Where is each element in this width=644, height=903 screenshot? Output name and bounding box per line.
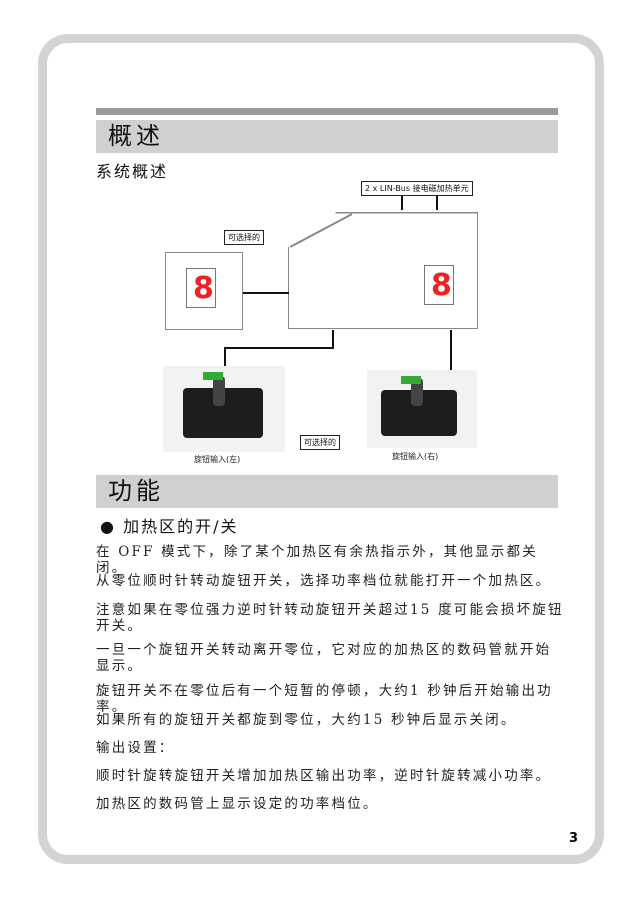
paragraph: 顺时针旋转旋钮开关增加加热区输出功率，逆时针旋转减小功率。: [96, 768, 552, 784]
optional-label: 可选择的: [224, 230, 264, 245]
paragraph: 从零位顺时针转动旋钮开关，选择功率档位就能打开一个加热区。: [96, 573, 552, 589]
header-rule: [96, 108, 558, 115]
paragraph: 注意如果在零位强力逆时针转动旋钮开关超过15 度可能会损坏旋钮开关。: [96, 602, 564, 634]
right-knob-caption: 旋钮输入(右): [392, 452, 439, 461]
bullet-icon: ●: [100, 517, 116, 536]
seven-segment-display: 8: [424, 265, 454, 305]
paragraph: 输出设置：: [96, 740, 175, 756]
section-title-function: 功能: [96, 475, 558, 508]
paragraph: 加热区的数码管上显示设定的功率档位。: [96, 796, 379, 812]
paragraph: 一旦一个旋钮开关转动离开零位，它对应的加热区的数码管就开始显示。: [96, 642, 552, 674]
knob-photo-right: [367, 370, 477, 448]
section-subtitle: 系统概述: [96, 162, 169, 181]
page-number: 3: [569, 831, 579, 846]
left-knob-caption: 旋钮输入(左): [194, 455, 241, 464]
paragraph: 在 OFF 模式下，除了某个加热区有余热指示外，其他显示都关闭。: [96, 544, 538, 576]
paragraph: 旋钮开关不在零位后有一个短暂的停顿，大约1 秒钟后开始输出功率。: [96, 683, 553, 715]
section-subtitle-heating: ● 加热区的开/关: [100, 517, 239, 536]
main-control-panel: [288, 212, 478, 329]
seven-segment-display: 8: [186, 268, 216, 308]
section-title-overview: 概述: [96, 120, 558, 153]
paragraph: 如果所有的旋钮开关都旋到零位，大约15 秒钟后显示关闭。: [96, 712, 517, 728]
lin-bus-label: 2 x LIN-Bus 接电磁加热单元: [361, 181, 473, 196]
knob-photo-left: [163, 366, 285, 452]
optional-label: 可选择的: [300, 435, 340, 450]
